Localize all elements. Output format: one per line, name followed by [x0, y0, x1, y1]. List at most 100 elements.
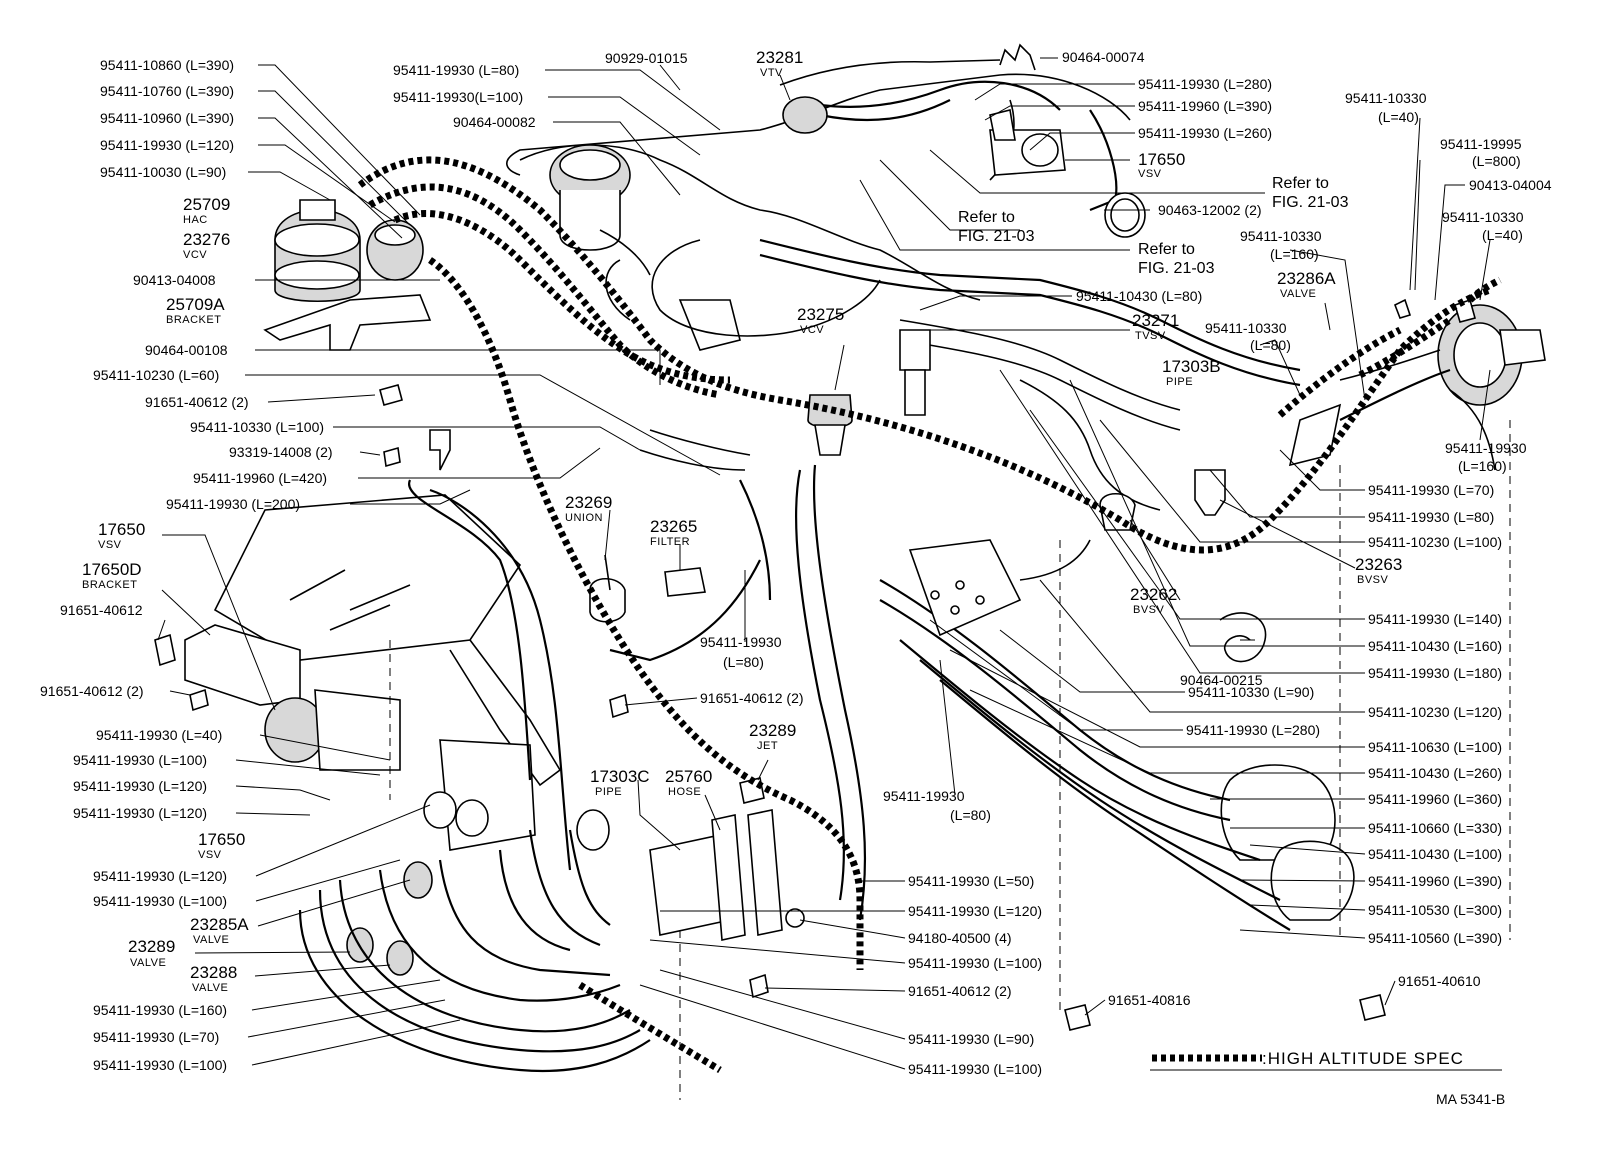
- callout-labels: 95411-10860 (L=390) 95411-10760 (L=390) …: [40, 49, 1552, 1077]
- callout-label: 95411-10330: [1205, 320, 1287, 336]
- component-name: VSV: [198, 849, 222, 861]
- callout-label: 95411-10230 (L=60): [93, 367, 219, 383]
- callout-label: 90464-00082: [453, 114, 536, 130]
- figure-code: MA 5341-B: [1436, 1091, 1505, 1107]
- callout-label: 95411-19930 (L=120): [908, 903, 1042, 919]
- callout-label: 95411-19930 (L=140): [1368, 611, 1502, 627]
- callout-label: 95411-19930 (L=280): [1186, 722, 1320, 738]
- figure-references: Refer to FIG. 21-03 Refer to FIG. 21-03 …: [958, 175, 1349, 277]
- callout-label: 95411-10430 (L=260): [1368, 765, 1502, 781]
- component-number: 23285A: [190, 915, 249, 934]
- component-number: 23288: [190, 963, 237, 982]
- callout-label: 93319-14008 (2): [229, 444, 333, 460]
- callout-label: (L=80): [1250, 337, 1291, 353]
- component-number: 23289: [749, 721, 796, 740]
- callout-label: 95411-10530 (L=300): [1368, 902, 1502, 918]
- component-name: HAC: [183, 214, 208, 226]
- reference-line: Refer to: [1138, 241, 1195, 258]
- callout-label: 95411-10330 (L=90): [1188, 684, 1314, 700]
- callout-label: 94180-40500 (4): [908, 930, 1012, 946]
- component-number: 25709A: [166, 295, 225, 314]
- callout-label: 95411-19930 (L=280): [1138, 76, 1272, 92]
- component-name: BRACKET: [82, 579, 137, 591]
- component-number: 17650: [98, 520, 145, 539]
- callout-label: 95411-19930(L=100): [393, 89, 523, 105]
- callout-label: 91651-40612 (2): [145, 394, 249, 410]
- callout-label: 91651-40612: [60, 602, 143, 618]
- component-number: 23265: [650, 517, 697, 536]
- legend-label: :HIGH ALTITUDE SPEC: [1262, 1049, 1464, 1068]
- callout-label: 95411-19930 (L=120): [100, 137, 234, 153]
- callout-label: 95411-10330: [1240, 228, 1322, 244]
- callout-label: 90464-00215: [1180, 672, 1263, 688]
- reference-line: FIG. 21-03: [958, 228, 1035, 245]
- callout-label: 95411-19995: [1440, 136, 1522, 152]
- component-name: VALVE: [192, 982, 228, 994]
- callout-label: 95411-10230 (L=100): [1368, 534, 1502, 550]
- callout-label: 95411-19930 (L=100): [93, 893, 227, 909]
- component-name: VSV: [1138, 168, 1162, 180]
- leader-lines: [157, 57, 1491, 1070]
- callout-label: (L=160): [1458, 458, 1507, 474]
- callout-label: 95411-10230 (L=120): [1368, 704, 1502, 720]
- callout-label: (L=80): [723, 654, 764, 670]
- callout-label: (L=40): [1482, 227, 1523, 243]
- callout-label: 95411-10760 (L=390): [100, 83, 234, 99]
- component-number: 17650: [198, 830, 245, 849]
- callout-label: 95411-19930 (L=40): [96, 727, 222, 743]
- callout-label: 95411-19930 (L=160): [93, 1002, 227, 1018]
- reference-line: Refer to: [958, 209, 1015, 226]
- component-number: 25760: [665, 767, 712, 786]
- callout-label: 95411-19930 (L=100): [908, 955, 1042, 971]
- callout-label: 95411-10660 (L=330): [1368, 820, 1502, 836]
- callout-label: 95411-19960 (L=360): [1368, 791, 1502, 807]
- callout-label: 90464-00074: [1062, 49, 1145, 65]
- callout-label: 95411-19930: [883, 788, 965, 804]
- component-name: BRACKET: [166, 314, 221, 326]
- callout-label: 95411-19930 (L=120): [73, 778, 207, 794]
- callout-label: 95411-19930 (L=100): [908, 1061, 1042, 1077]
- component-name: TVSV: [1135, 330, 1166, 342]
- component-name: VALVE: [130, 957, 166, 969]
- callout-label: 91651-40612 (2): [700, 690, 804, 706]
- callout-label: 95411-19930: [1445, 440, 1527, 456]
- callout-label: (L=800): [1472, 153, 1521, 169]
- component-number: 23286A: [1277, 269, 1336, 288]
- callout-label: 95411-19930 (L=70): [93, 1029, 219, 1045]
- component-name: BVSV: [1357, 574, 1389, 586]
- callout-label: 95411-19930 (L=70): [1368, 482, 1494, 498]
- callout-label: 95411-19930: [700, 634, 782, 650]
- callout-label: 95411-10330: [1442, 209, 1524, 225]
- callout-label: 95411-10430 (L=80): [1076, 288, 1202, 304]
- component-number: 25709: [183, 195, 230, 214]
- callout-label: 95411-19930 (L=80): [1368, 509, 1494, 525]
- component-name: UNION: [565, 512, 603, 524]
- component-name: VCV: [183, 249, 207, 261]
- callout-label: 95411-10630 (L=100): [1368, 739, 1502, 755]
- component-number: 23281: [756, 48, 803, 67]
- component-name: VSV: [98, 539, 122, 551]
- component-name: VALVE: [1280, 288, 1316, 300]
- component-number: 23271: [1132, 311, 1179, 330]
- component-name: VCV: [800, 324, 824, 336]
- callout-label: 95411-10430 (L=100): [1368, 846, 1502, 862]
- component-number: 23269: [565, 493, 612, 512]
- component-name: PIPE: [595, 786, 622, 798]
- callout-label: 95411-10430 (L=160): [1368, 638, 1502, 654]
- callout-label: 95411-19930 (L=180): [1368, 665, 1502, 681]
- component-number: 23289: [128, 937, 175, 956]
- component-labels: 25709 HAC 23276 VCV 25709A BRACKET 23281…: [82, 48, 1402, 994]
- callout-label: (L=40): [1378, 109, 1419, 125]
- callout-label: 95411-10960 (L=390): [100, 110, 234, 126]
- callout-label: 95411-19960 (L=420): [193, 470, 327, 486]
- callout-label: 91651-40612 (2): [908, 983, 1012, 999]
- callout-label: 95411-19930 (L=90): [908, 1031, 1034, 1047]
- callout-label: 95411-10560 (L=390): [1368, 930, 1502, 946]
- callout-label: 90464-00108: [145, 342, 228, 358]
- callout-label: 90929-01015: [605, 50, 688, 66]
- callout-label: (L=160): [1270, 246, 1319, 262]
- callout-label: 95411-19960 (L=390): [1368, 873, 1502, 889]
- callout-label: 95411-19930 (L=80): [393, 62, 519, 78]
- callout-label: (L=80): [950, 807, 991, 823]
